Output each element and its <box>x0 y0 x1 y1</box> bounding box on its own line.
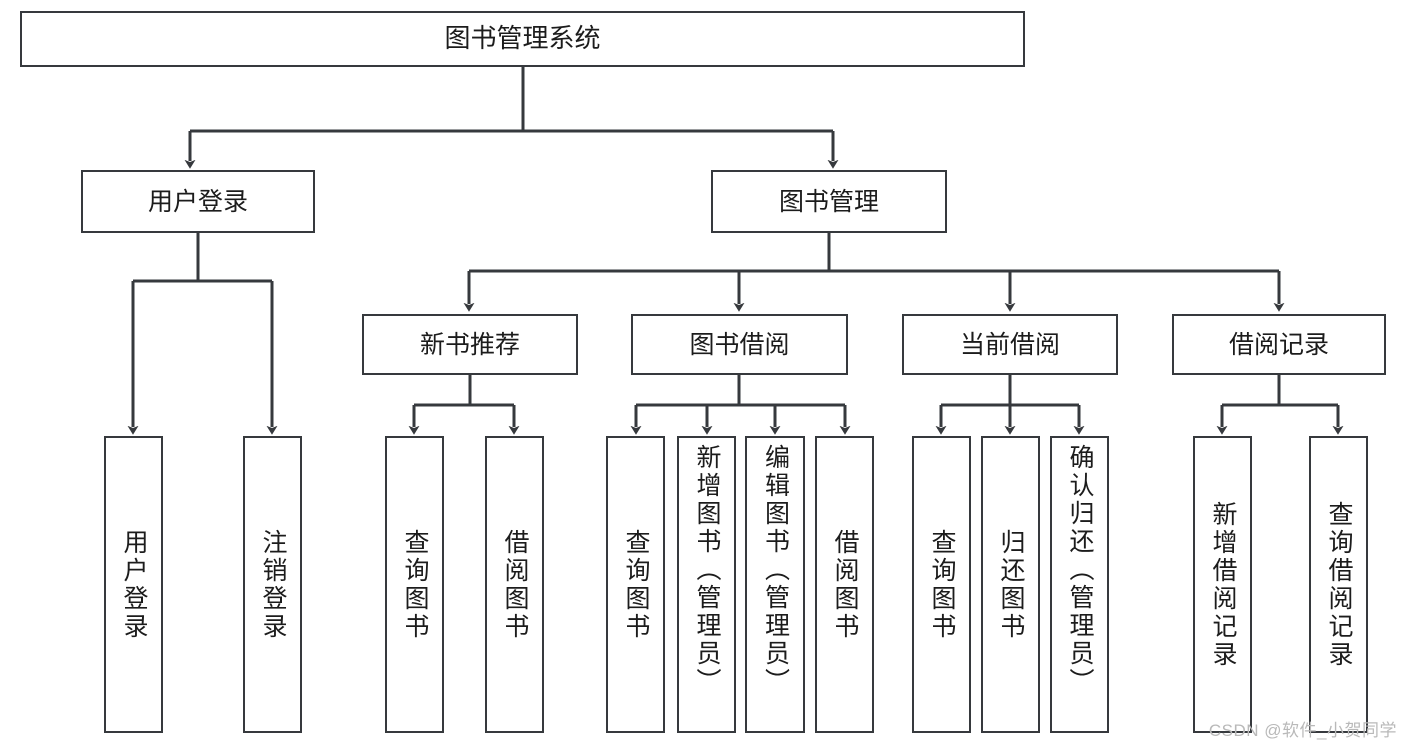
node-label: 查询图书 <box>622 528 650 641</box>
node-book-management[interactable]: 图书管理 <box>711 170 947 233</box>
node-label: 当前借阅 <box>959 330 1060 359</box>
node-label: 新增图书（管理员） <box>693 444 721 696</box>
node-label: 借阅图书 <box>501 528 529 641</box>
node-leaf-return-book[interactable]: 归还图书 <box>981 436 1040 733</box>
node-leaf-add-book-admin[interactable]: 新增图书（管理员） <box>677 436 736 733</box>
node-label: 借阅记录 <box>1228 330 1329 359</box>
node-new-book-recommendation[interactable]: 新书推荐 <box>362 314 578 375</box>
node-leaf-user-logout[interactable]: 注销登录 <box>243 436 302 733</box>
node-leaf-query-borrow-record[interactable]: 查询借阅记录 <box>1309 436 1368 733</box>
node-user-login[interactable]: 用户登录 <box>81 170 315 233</box>
node-label: 新书推荐 <box>419 330 520 359</box>
node-current-borrow[interactable]: 当前借阅 <box>902 314 1118 375</box>
node-label: 图书管理系统 <box>444 23 601 54</box>
node-label: 新增借阅记录 <box>1209 500 1237 669</box>
node-leaf-borrow-book[interactable]: 借阅图书 <box>815 436 874 733</box>
node-label: 注销登录 <box>259 528 287 641</box>
node-label: 图书借阅 <box>689 330 790 359</box>
node-label: 查询图书 <box>928 528 956 641</box>
node-label: 用户登录 <box>147 187 248 216</box>
node-label: 借阅图书 <box>831 528 859 641</box>
node-label: 图书管理 <box>778 187 879 216</box>
node-leaf-edit-book-admin[interactable]: 编辑图书（管理员） <box>745 436 805 733</box>
node-label: 确认归还（管理员） <box>1066 444 1094 696</box>
node-book-borrow[interactable]: 图书借阅 <box>631 314 848 375</box>
node-leaf-user-login[interactable]: 用户登录 <box>104 436 163 733</box>
node-leaf-confirm-return-admin[interactable]: 确认归还（管理员） <box>1050 436 1109 733</box>
watermark-csdn: CSDN @软件_小贺同学 <box>1208 721 1397 740</box>
node-label: 归还图书 <box>997 528 1025 641</box>
node-leaf-query-book-recommend[interactable]: 查询图书 <box>385 436 444 733</box>
node-label: 查询借阅记录 <box>1325 500 1353 669</box>
node-root-book-management-system[interactable]: 图书管理系统 <box>20 11 1025 67</box>
node-leaf-query-book-current[interactable]: 查询图书 <box>912 436 971 733</box>
node-borrow-record[interactable]: 借阅记录 <box>1172 314 1386 375</box>
node-label: 用户登录 <box>120 528 148 641</box>
node-label: 查询图书 <box>401 528 429 641</box>
node-leaf-borrow-book-recommend[interactable]: 借阅图书 <box>485 436 544 733</box>
node-leaf-add-borrow-record[interactable]: 新增借阅记录 <box>1193 436 1252 733</box>
node-leaf-query-book-borrow[interactable]: 查询图书 <box>606 436 665 733</box>
node-label: 编辑图书（管理员） <box>761 444 790 696</box>
